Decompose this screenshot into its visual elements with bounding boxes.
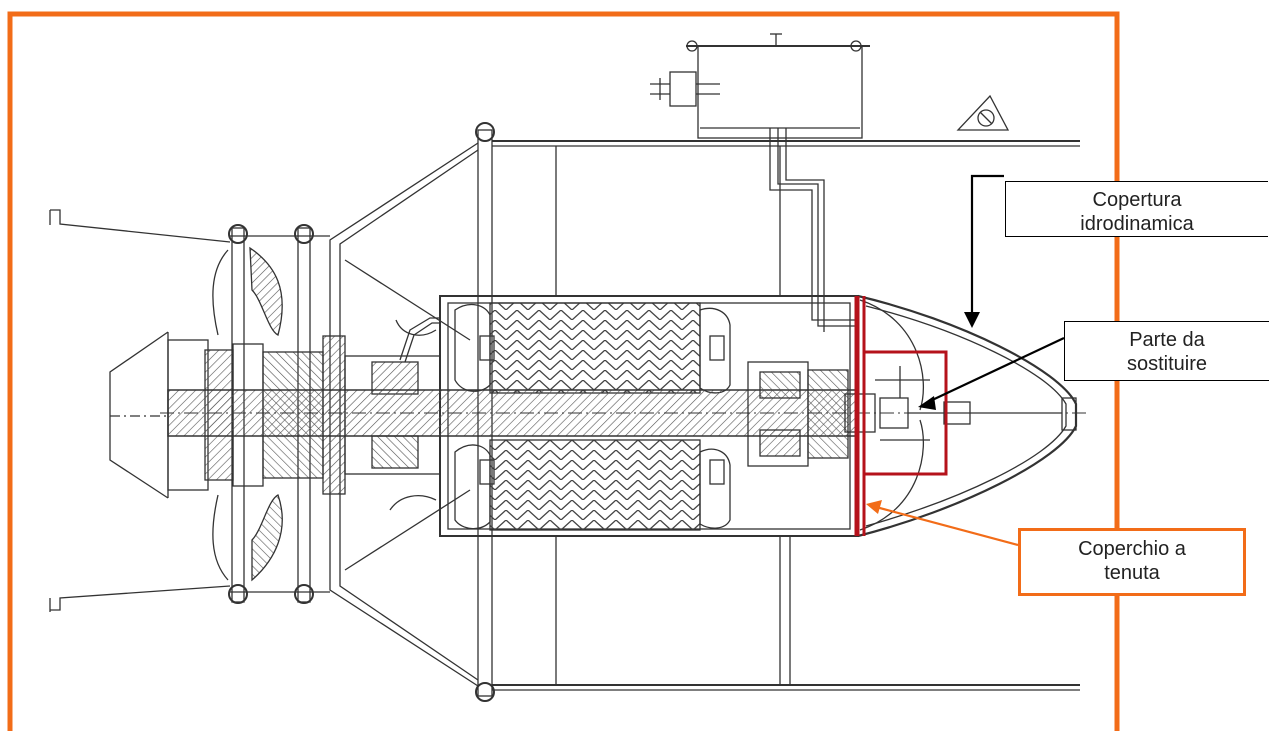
callout-coperchio-a-tenuta: Coperchio a tenuta [1018,528,1246,596]
coperchio-arrow [875,505,1019,547]
callout-text-line: Coperchio a [1078,538,1186,560]
callout-text-line: Copertura [1092,189,1182,211]
parte-arrow [927,337,1065,403]
seal-cover [854,296,948,536]
callout-arrows [866,174,1065,547]
callout-parte-da-sostituire: Parte da sostituire [1064,321,1269,381]
callout-text-line: tenuta [1104,562,1160,584]
callout-text-line: idrodinamica [1080,213,1194,235]
copertura-arrow [970,174,1004,315]
callout-text-line: sostituire [1126,353,1208,375]
callout-text-line: Parte da [1129,329,1205,351]
callout-copertura-idrodinamica: Copertura idrodinamica [1005,181,1268,237]
thruster-drawing [49,33,1090,702]
